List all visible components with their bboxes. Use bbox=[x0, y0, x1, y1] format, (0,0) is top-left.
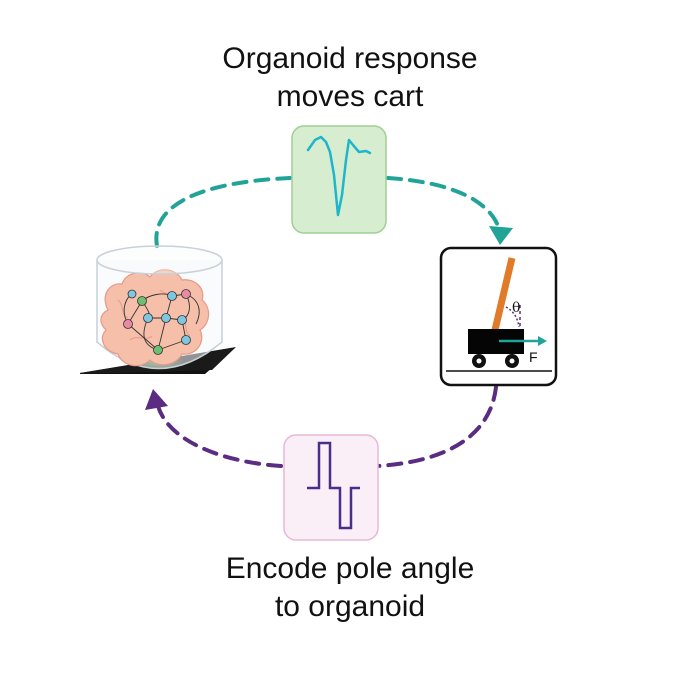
neuron-node bbox=[153, 345, 163, 355]
top-caption-line-2: moves cart bbox=[276, 80, 424, 113]
purple-loop-arrow-left bbox=[156, 404, 283, 468]
purple-arrowhead bbox=[145, 389, 168, 410]
teal-loop-arrow-right bbox=[386, 176, 502, 234]
neuron-node bbox=[181, 289, 191, 299]
purple-loop-arrow-right bbox=[376, 385, 498, 468]
teal-arrowhead bbox=[489, 226, 513, 245]
spike-waveform-icon bbox=[306, 135, 372, 217]
neuron-node bbox=[127, 289, 137, 299]
neuron-node bbox=[137, 296, 147, 306]
biphasic-pulse-icon bbox=[307, 441, 360, 530]
neuron-node bbox=[177, 315, 187, 325]
bottom-caption-line-1: Encode pole angle bbox=[225, 552, 475, 585]
neuron-node bbox=[161, 313, 171, 323]
stimulation-pulse-box bbox=[283, 434, 379, 541]
teal-loop-arrow-left bbox=[154, 176, 292, 248]
neuron-node bbox=[181, 335, 191, 345]
angle-label: θ bbox=[512, 300, 520, 316]
force-arrowhead bbox=[538, 336, 547, 346]
force-label: F bbox=[529, 349, 538, 365]
neuron-node bbox=[123, 319, 133, 329]
dish-rim bbox=[96, 245, 223, 275]
neuron-node bbox=[167, 291, 177, 301]
response-trace-box bbox=[291, 125, 387, 234]
bottom-caption-line-2: to organoid bbox=[274, 590, 426, 623]
organoid-dish bbox=[80, 245, 236, 374]
neuron-node bbox=[143, 313, 153, 323]
top-caption: Organoid response moves cart bbox=[150, 40, 550, 116]
top-caption-line-1: Organoid response bbox=[222, 42, 478, 75]
bottom-caption: Encode pole angle to organoid bbox=[150, 550, 550, 626]
cartpole-panel: θ F bbox=[439, 246, 558, 387]
pole bbox=[491, 257, 516, 331]
